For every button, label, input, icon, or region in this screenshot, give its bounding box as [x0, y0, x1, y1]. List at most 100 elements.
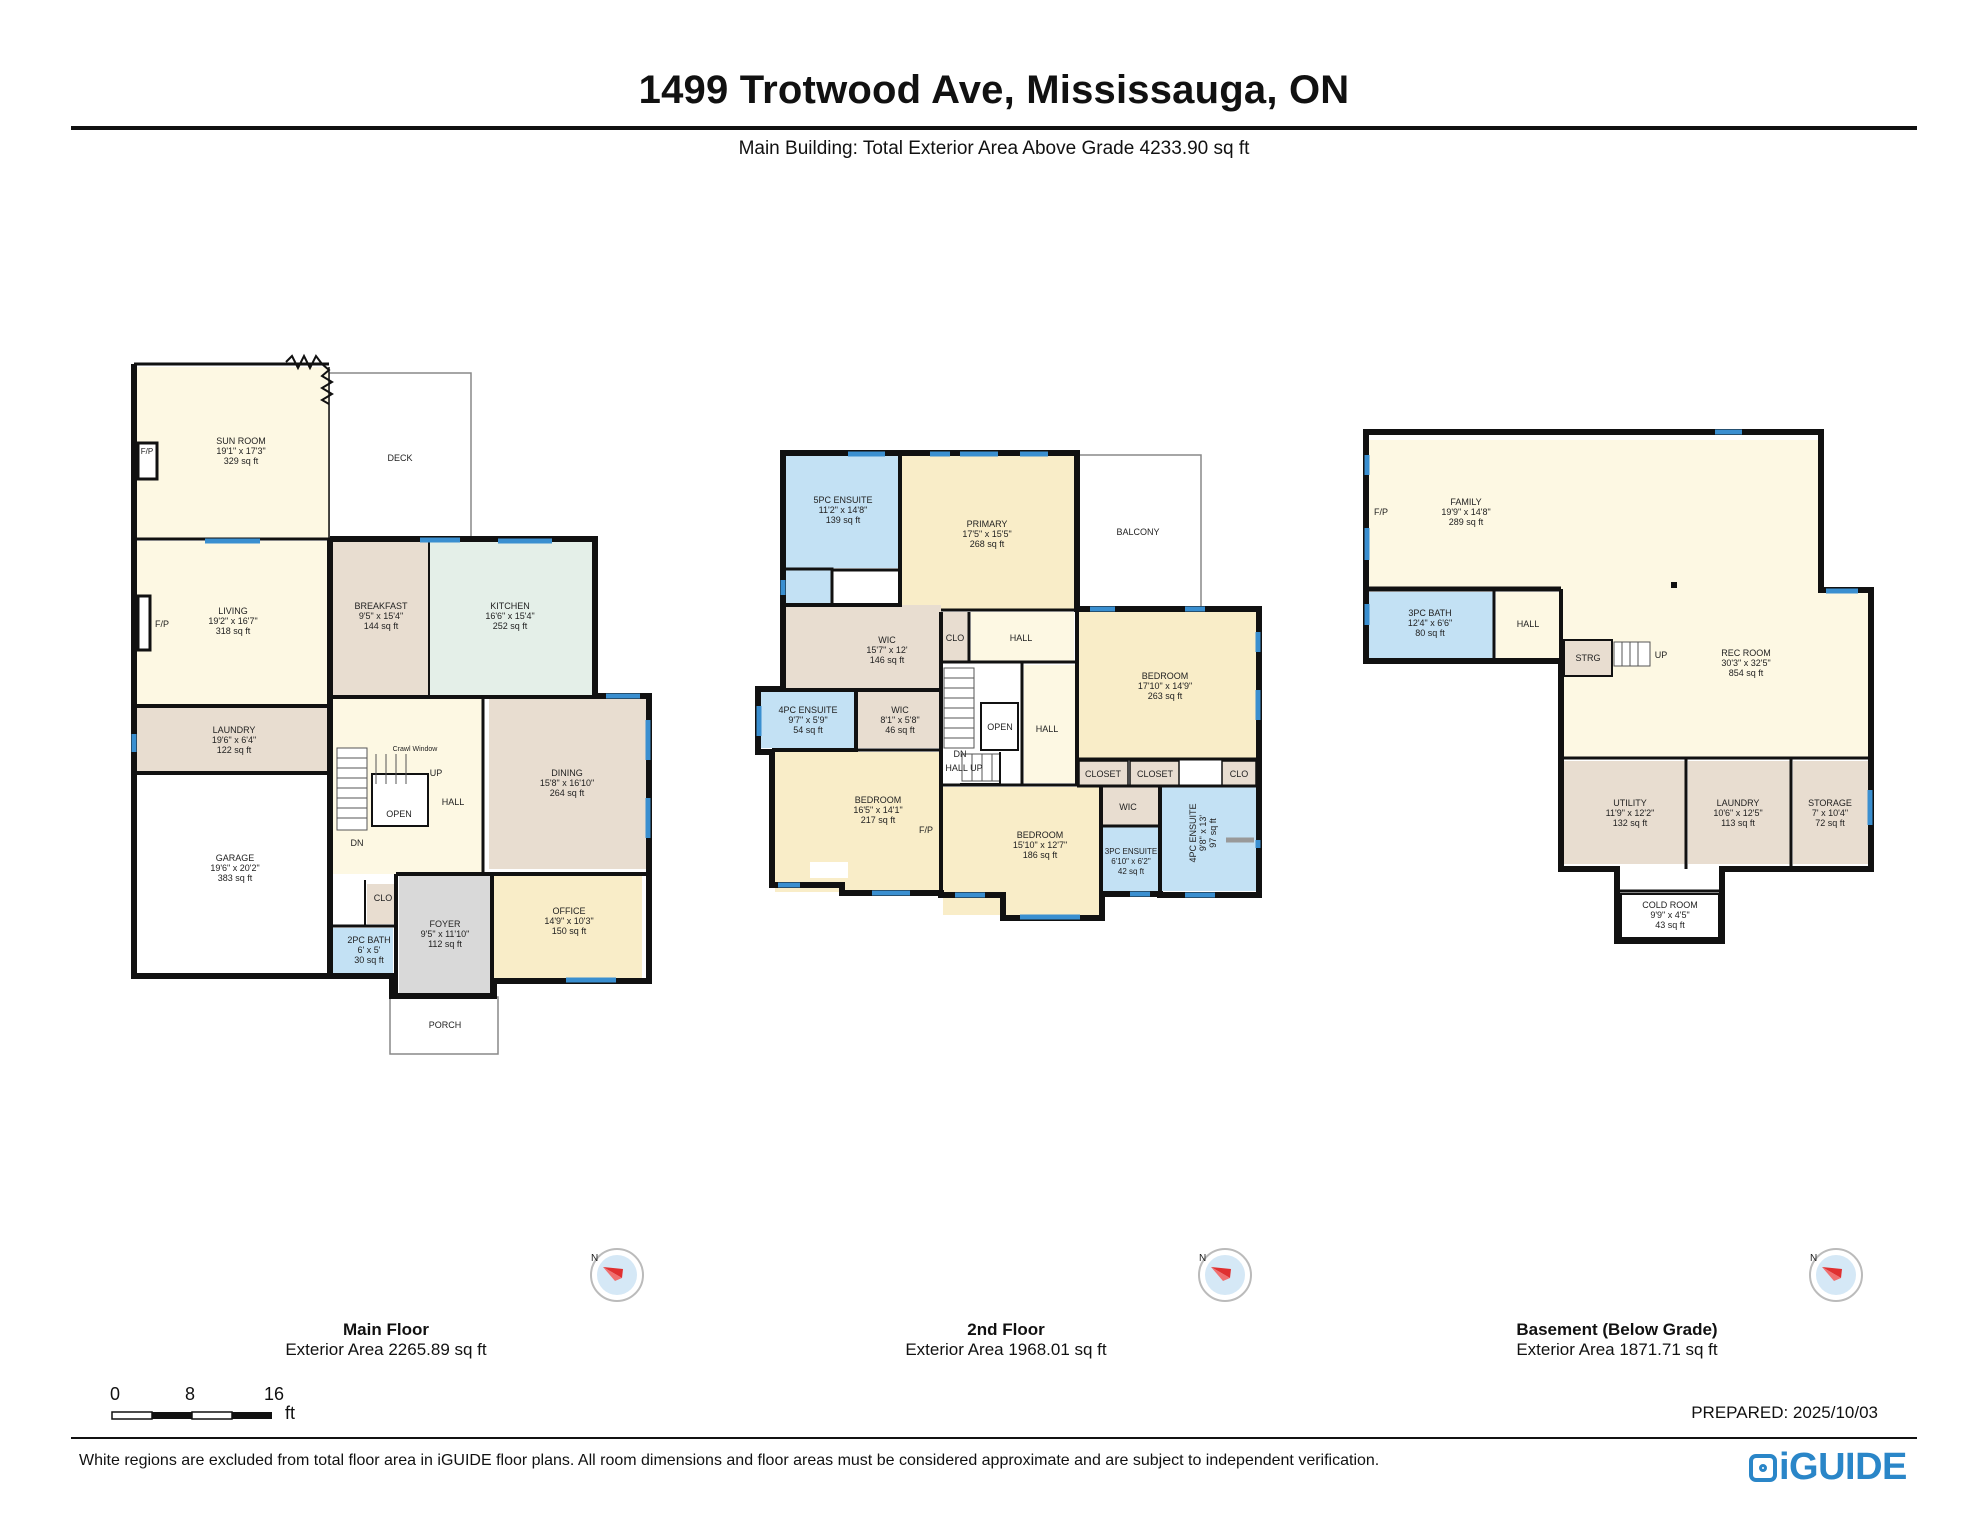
- wic1-area: 146 sq ft: [870, 655, 905, 665]
- stairs-basement: [1613, 641, 1651, 667]
- office-dims: 14'9" x 10'3": [544, 916, 593, 926]
- bath3-room: [1369, 592, 1494, 658]
- page-subtitle: Main Building: Total Exterior Area Above…: [738, 138, 1250, 159]
- wall-zigzag: [285, 353, 334, 405]
- deck-area: [328, 372, 472, 540]
- bedroom-ne-room: [1079, 612, 1256, 759]
- second-floor-area: Exterior Area 1968.01 sq ft: [905, 1340, 1107, 1359]
- dn2-label: DN: [954, 749, 967, 759]
- living-name: LIVING: [218, 606, 248, 616]
- clo-main-label: CLO: [374, 893, 393, 903]
- ensuite5-room: [786, 456, 900, 568]
- fireplace-sunroom: [136, 441, 159, 481]
- dining-area: 264 sq ft: [550, 788, 585, 798]
- second-floor-plan: [755, 450, 1262, 921]
- ensuite5-sub: [786, 570, 832, 605]
- basement-labels: FAMILY 19'9" x 14'8" 289 sq ft F/P 3PC B…: [1374, 497, 1852, 930]
- dining-room: [489, 698, 646, 869]
- scale-tick-16: 16: [264, 1384, 285, 1404]
- up-b-label: UP: [1655, 650, 1668, 660]
- wic1-dims: 15'7" x 12': [866, 645, 907, 655]
- ensuite5-area: 139 sq ft: [826, 515, 861, 525]
- hall1-room: [971, 612, 1074, 662]
- laundry-main-dims: 19'6" x 6'4": [212, 735, 256, 745]
- ensuite4b-area: 97 sq ft: [1208, 818, 1218, 848]
- ensuite4a-name: 4PC ENSUITE: [778, 705, 837, 715]
- second-labels: 5PC ENSUITE 11'2" x 14'8" 139 sq ft PRIM…: [778, 495, 1248, 876]
- strg-label: STRG: [1575, 653, 1600, 663]
- fp-b-label: F/P: [1374, 507, 1388, 517]
- hall-b-room: [1496, 592, 1559, 658]
- scale-tick-0: 0: [110, 1384, 121, 1404]
- ensuite4a-room: [761, 692, 856, 748]
- utility-name: UTILITY: [1613, 798, 1647, 808]
- crawl-window-label: Crawl Window: [393, 746, 439, 753]
- bath2pc-name: 2PC BATH: [347, 935, 390, 945]
- foyer-dims: 9'5" x 11'10": [421, 929, 470, 939]
- storage-area: 72 sq ft: [1815, 818, 1845, 828]
- cold-room: [1621, 894, 1719, 939]
- iguide-logo-icon: [1749, 1453, 1777, 1482]
- garage-dims: 19'6" x 20'2": [210, 863, 259, 873]
- stairs-main: [336, 747, 368, 831]
- hall2-room: [1024, 665, 1076, 783]
- hallup-label: HALL UP: [945, 763, 982, 773]
- basement-area: Exterior Area 1871.71 sq ft: [1516, 1340, 1718, 1359]
- main-floor-area: Exterior Area 2265.89 sq ft: [285, 1340, 487, 1359]
- sunroom-area: 329 sq ft: [224, 456, 259, 466]
- ensuite5-name: 5PC ENSUITE: [813, 495, 872, 505]
- sunroom-name: SUN ROOM: [216, 436, 266, 446]
- utility-dims: 11'9" x 12'2": [1606, 808, 1655, 818]
- foyer-room: [399, 875, 492, 995]
- kitchen-dims: 16'6" x 15'4": [485, 611, 534, 621]
- brand-name: iGUIDE: [1779, 1446, 1907, 1488]
- garage-area: 383 sq ft: [218, 873, 253, 883]
- bedroom-ne-name: BEDROOM: [1142, 671, 1189, 681]
- bath3-name: 3PC BATH: [1408, 608, 1451, 618]
- balcony-name: BALCONY: [1116, 527, 1159, 537]
- cold-name: COLD ROOM: [1642, 900, 1698, 910]
- wic1-room: [786, 605, 941, 689]
- second-floor-name: 2nd Floor: [967, 1320, 1045, 1339]
- family-dims: 19'9" x 14'8": [1441, 507, 1490, 517]
- wic2-dims: 8'1" x 5'8": [880, 715, 919, 725]
- title-rule: [71, 126, 1917, 130]
- brand-logo[interactable]: iGUIDE: [1749, 1446, 1907, 1489]
- primary-dims: 17'5" x 15'5": [962, 529, 1011, 539]
- utility-room: [1564, 761, 1685, 864]
- laundry-b-dims: 10'6" x 12'5": [1713, 808, 1762, 818]
- footer-rule: [71, 1437, 1917, 1439]
- fireplace-2nd: [810, 862, 848, 878]
- bedroom-s-name: BEDROOM: [1017, 830, 1064, 840]
- bath2pc-room: [333, 928, 393, 976]
- wic2-name: WIC: [891, 705, 909, 715]
- rec-room-upper: [1561, 440, 1818, 590]
- office-area: 150 sq ft: [552, 926, 587, 936]
- hall1-label: HALL: [1010, 633, 1033, 643]
- compass-main-n: N: [591, 1253, 598, 1264]
- fp-sunroom-label: F/P: [141, 447, 153, 456]
- kitchen-area: 252 sq ft: [493, 621, 528, 631]
- rec-name: REC ROOM: [1721, 648, 1771, 658]
- living-room: [137, 541, 329, 705]
- wic3-room: [1103, 787, 1158, 825]
- basement-caption: Basement (Below Grade) Exterior Area 187…: [1417, 1320, 1817, 1360]
- wic2-area: 46 sq ft: [885, 725, 915, 735]
- ensuite3-dims: 6'10" x 6'2": [1111, 857, 1151, 866]
- open-main: [371, 773, 429, 827]
- disclaimer: White regions are excluded from total fl…: [79, 1452, 1380, 1469]
- bedroom-s-dims: 15'10" x 12'7": [1013, 840, 1067, 850]
- basement-walls: [1363, 429, 1874, 944]
- garage-room: [137, 775, 330, 975]
- wic2-room: [858, 692, 941, 748]
- breakfast-dims: 9'5" x 15'4": [359, 611, 403, 621]
- dining-dims: 15'8" x 16'10": [540, 778, 594, 788]
- ensuite4a-area: 54 sq ft: [793, 725, 823, 735]
- deck-name: DECK: [387, 453, 412, 463]
- ensuite4a-dims: 9'7" x 5'9": [788, 715, 827, 725]
- compass-second-icon: N: [1198, 1248, 1252, 1302]
- page-title: 1499 Trotwood Ave, Mississauga, ON: [638, 68, 1350, 112]
- storage-name: STORAGE: [1808, 798, 1852, 808]
- scale-bar-icon: [111, 1411, 272, 1420]
